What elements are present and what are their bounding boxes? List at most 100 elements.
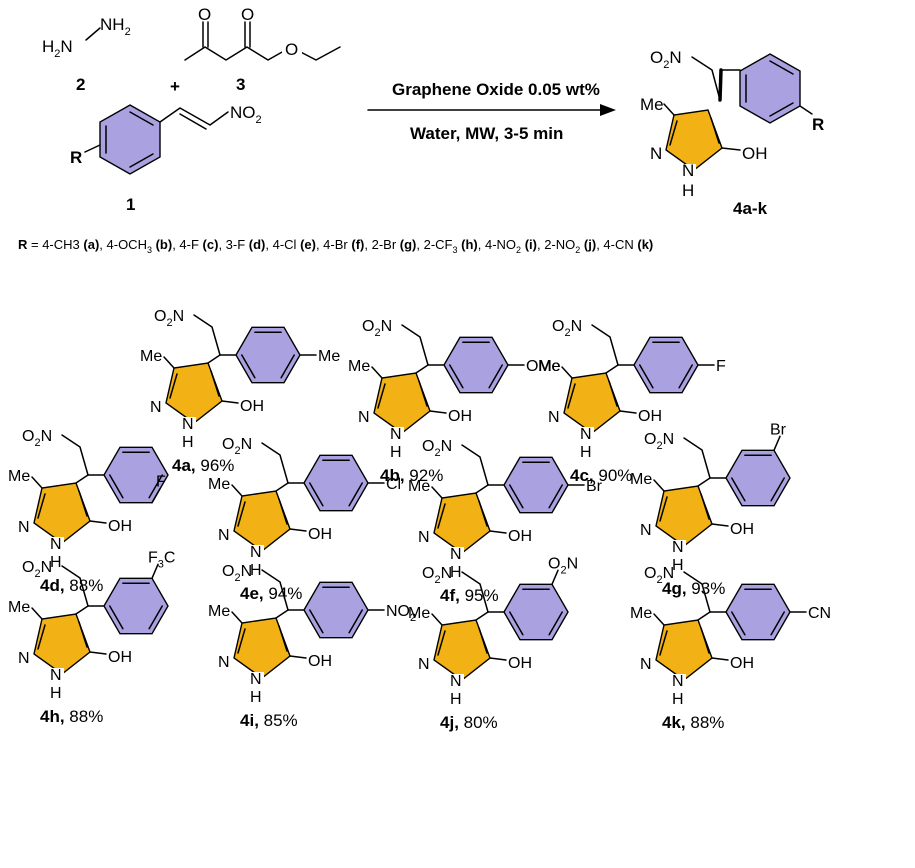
methyl-label: Me [140,348,162,365]
hydroxyl-label: OH [730,655,754,672]
compound-label: 4b, 92% [380,466,443,485]
pyrazole-n2: N [182,416,194,433]
nh-hydrogen: H [580,444,592,461]
r-group-definition: R = 4-CH3 (a), 4-OCH3 (b), 4-F (c), 3-F … [18,237,653,255]
compound-label: 4c, 90% [570,466,632,485]
nh-hydrogen: H [672,557,684,574]
hydroxyl-label: OH [508,655,532,672]
nitro-group: O2N [422,565,452,586]
pyrazole-n2: N [450,546,462,563]
compound-label: 4f, 95% [440,586,499,605]
nitro-group: O2N [644,565,674,586]
nh-hydrogen: H [250,562,262,579]
hydroxyl-label: OH [240,398,264,415]
pyrazole-n2: N [250,544,262,561]
hydroxyl-label: OH [730,521,754,538]
substituent-label: F [716,358,726,375]
pyrazole-n1: N [150,399,162,416]
hydrazine-nh2: NH2 [100,15,131,38]
ester-oxygen: O [285,40,298,59]
compound-label: 4g, 93% [662,579,725,598]
nitro-group: O2N [22,428,52,449]
hydroxyl-label: OH [508,528,532,545]
nitroalkene-number: 1 [126,195,135,214]
compound-label: 4a, 96% [172,456,234,475]
methyl-label: Me [348,358,370,375]
pyrazole-n1: N [18,650,30,667]
compound-label: 4h, 88% [40,707,103,726]
pyrazole-n2: N [50,667,62,684]
pyrazole-n2: N [390,426,402,443]
pyrazole-n2: N [450,673,462,690]
nh-hydrogen: H [450,564,462,581]
substituent-label: F3C [148,549,175,570]
methyl-label: Me [208,603,230,620]
plus-sign: + [170,77,180,96]
nitro-group: O2N [644,431,674,452]
hydroxyl-label: OH [108,518,132,535]
nh-hydrogen: H [50,554,62,571]
nitro-group: O2N [154,308,184,329]
methyl-label: Me [538,358,560,375]
hydroxyl-label: OH [448,408,472,425]
nitro-group: O2N [422,438,452,459]
pyrazole-n1: N [418,529,430,546]
nitro-group: O2N [362,318,392,339]
nitroalkene-r: R [70,148,82,167]
product-n1: N [650,144,662,163]
nitro-group: O2N [22,559,52,580]
nh-hydrogen: H [672,691,684,708]
methyl-label: Me [630,605,652,622]
pyrazole-n1: N [18,519,30,536]
ketoester-number: 3 [236,75,245,94]
nh-hydrogen: H [182,434,194,451]
product-no2: O2N [650,48,682,71]
methyl-label: Me [408,478,430,495]
product-n2: N [682,161,694,180]
substituent-label: NO2 [386,603,416,624]
pyrazole-n1: N [640,656,652,673]
hydrazine-number: 2 [76,75,85,94]
compound-label: 4d, 88% [40,576,103,595]
reagent-hydrazine: H2N NH2 2 [42,15,131,94]
pyrazole-n2: N [672,673,684,690]
compound-label: 4k, 88% [662,713,724,732]
substituent-label: Br [770,421,787,438]
methyl-label: Me [408,605,430,622]
substituent-label: O2N [548,555,578,576]
methyl-label: Me [630,471,652,488]
hydrazine-h2n: H2N [42,37,73,60]
pyrazole-n2: N [672,539,684,556]
ester-carbonyl-oxygen: O [241,5,254,24]
condition-catalyst: Graphene Oxide 0.05 wt% [392,80,600,99]
pyrazole-n1: N [218,527,230,544]
compound-label: 4i, 85% [240,711,298,730]
substituent-label: OMe [526,358,561,375]
pyrazole-n1: N [548,409,560,426]
nitro-group: O2N [552,318,582,339]
pyrazole-n1: N [640,522,652,539]
condition-solvent: Water, MW, 3-5 min [410,124,563,143]
substituent-label: Me [318,348,340,365]
methyl-label: Me [8,468,30,485]
pyrazole-n1: N [218,654,230,671]
nitro-group: O2N [222,563,252,584]
nh-hydrogen: H [50,685,62,702]
substituent-label: CN [808,605,831,622]
nh-hydrogen: H [390,444,402,461]
product-r: R [812,115,824,134]
nh-hydrogen: H [450,691,462,708]
pyrazole-n2: N [250,671,262,688]
nitroalkene-no2: NO2 [230,103,262,126]
reagent-ethyl-acetoacetate: O O O 3 [184,5,341,94]
methyl-label: Me [8,599,30,616]
